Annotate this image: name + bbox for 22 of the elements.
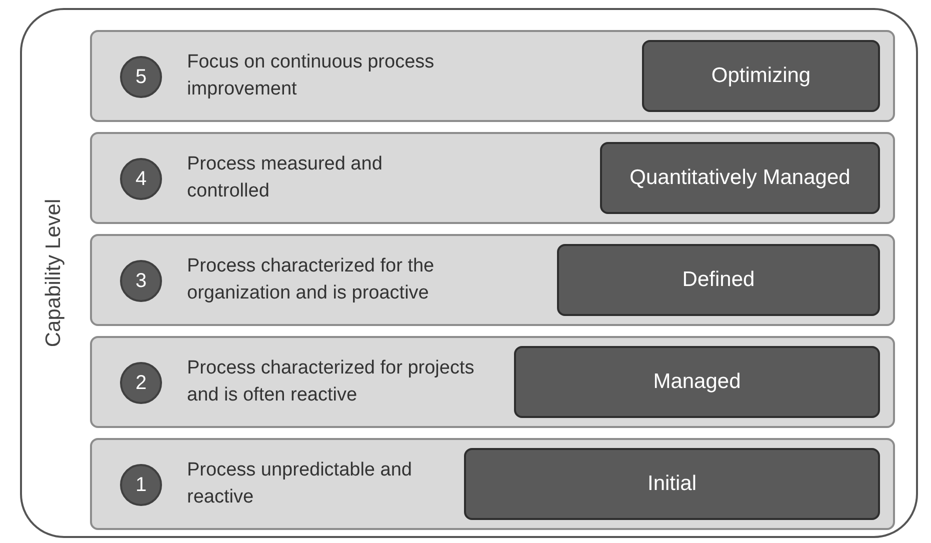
level-number: 5 [120,56,162,98]
level-band [90,336,895,428]
level-band [90,438,895,530]
level-number: 1 [120,464,162,506]
level-description: Process unpredictable and reactive [187,458,413,509]
level-name-box: Initial [464,448,880,520]
level-name-box: Optimizing [642,40,880,112]
level-number: 2 [120,362,162,404]
level-number: 4 [120,158,162,200]
level-number: 3 [120,260,162,302]
level-band [90,234,895,326]
axis-label: Capability Level [42,198,66,348]
level-band [90,132,895,224]
level-description: Process characterized for projects and is often reactive [187,356,476,407]
level-name-box: Quantitatively Managed [600,142,880,214]
level-description: Process measured and controlled [187,152,384,203]
level-description: Process characterized for the organization and is proactive [187,254,436,305]
level-band [90,30,895,122]
diagram-frame [20,8,918,538]
level-name-box: Defined [557,244,880,316]
level-description: Focus on continuous process improvement [187,50,436,101]
level-name-box: Managed [514,346,880,418]
